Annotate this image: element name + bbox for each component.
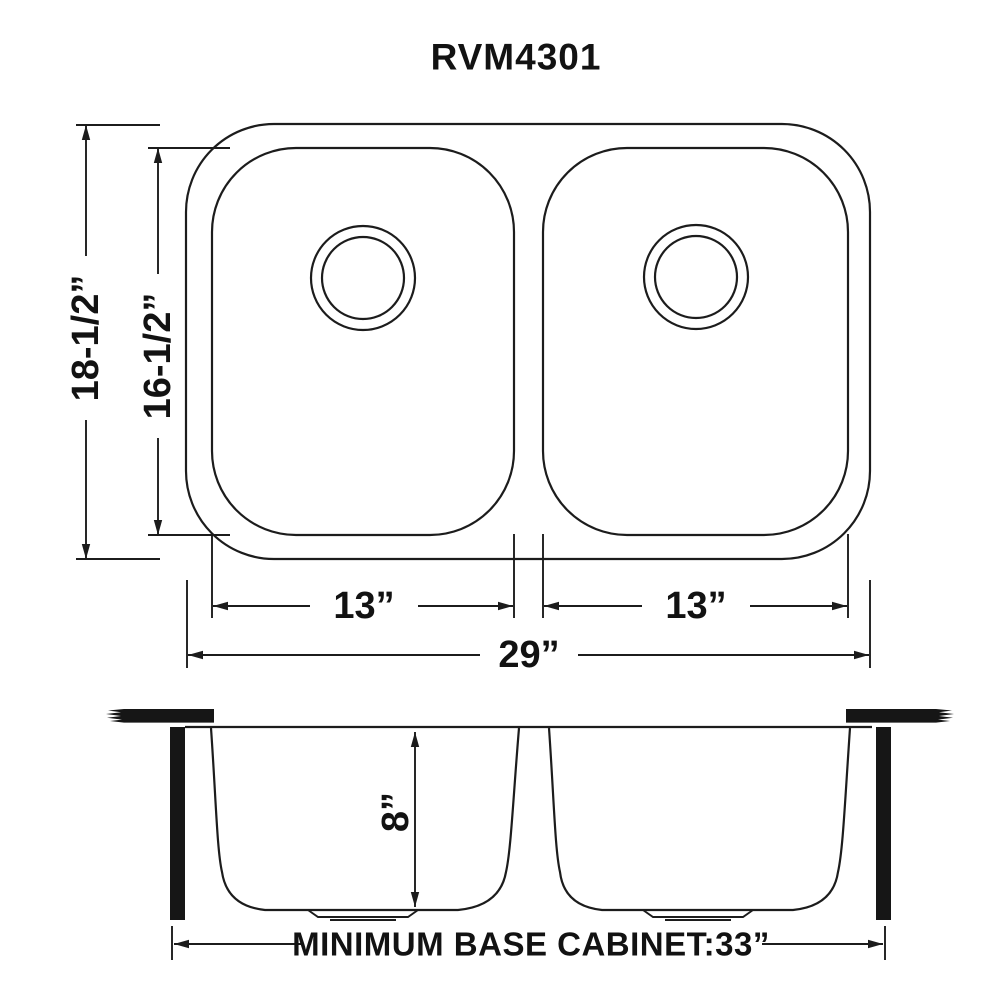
countertop-right-bar	[846, 709, 954, 723]
front-view-dimensions: 8” MINIMUM BASE CABINET:33”	[171, 732, 886, 963]
bowl-depth-label: 16-1/2”	[137, 293, 179, 420]
right-bowl-width-label: 13”	[665, 585, 726, 627]
front-view	[106, 709, 954, 921]
base-cabinet-label: MINIMUM BASE CABINET:33”	[292, 926, 770, 963]
right-drain-outer-circle	[642, 223, 750, 331]
top-view-dimensions: 18-1/2” 16-1/2” 13” 13” 29”	[65, 124, 871, 676]
bowl-height-label: 8”	[375, 792, 417, 832]
page-title: RVM4301	[431, 37, 602, 78]
left-drain-outer-circle	[309, 224, 417, 332]
sink-outer-rim	[184, 122, 872, 561]
cabinet-right-wall	[876, 727, 891, 920]
right-bowl-outline	[541, 146, 850, 537]
right-drain-inner-circle	[653, 234, 739, 320]
left-bowl-outline	[210, 146, 516, 537]
left-drain-fitting	[307, 909, 419, 918]
right-drain-fitting	[642, 909, 754, 918]
left-drain-inner-circle	[320, 235, 406, 321]
left-bowl-width-label: 13”	[333, 585, 394, 627]
overall-width-label: 29”	[498, 634, 559, 676]
countertop-left-bar	[106, 709, 214, 723]
overall-depth-label: 18-1/2”	[65, 275, 107, 402]
left-bowl-section	[209, 727, 521, 912]
top-view	[184, 122, 872, 561]
right-bowl-section	[547, 727, 852, 912]
cabinet-left-wall	[170, 727, 185, 920]
